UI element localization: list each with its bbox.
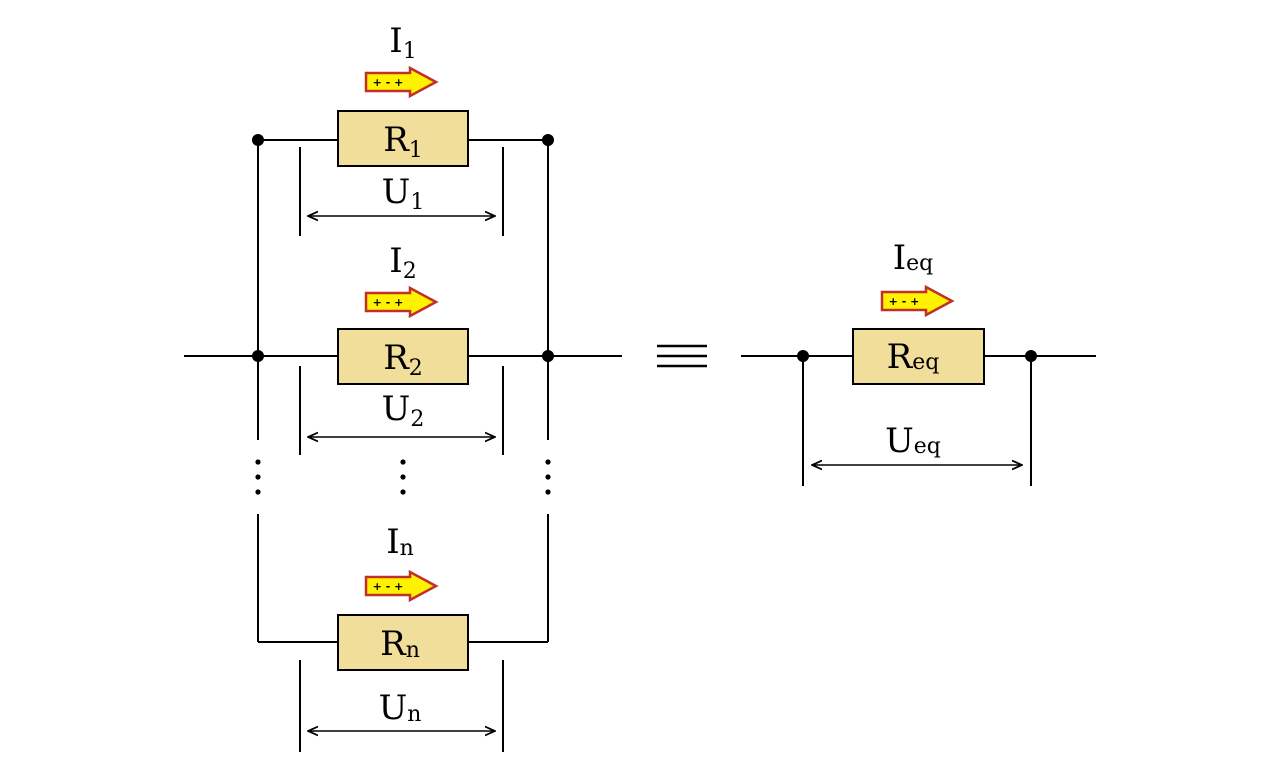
resistor-req-label: Req [887,337,940,377]
current-i2-label: I2 [389,241,416,284]
current-ieq-label: Ieq [893,238,934,278]
resistor-r1 [337,110,469,167]
node-top-right [542,134,554,146]
resistor-r2 [337,328,469,385]
current-i1-label: I1 [389,21,416,64]
resistor-req [852,328,985,385]
branch-2: R2 I2 + - + U2 [299,241,504,455]
equivalent-circuit: Req Ieq + - + Ueq [741,238,1096,486]
voltage-ueq-label: Ueq [885,421,941,461]
node-mid-left [252,350,264,362]
ellipsis-dots [255,459,551,495]
voltage-un-label: Un [379,688,422,728]
current-arrow-icon: + - + [880,284,955,318]
current-arrow-icon: + - + [364,569,439,603]
node-mid-right [542,350,554,362]
node-top-left [252,134,264,146]
svg-text:+ - +: + - + [889,295,920,308]
current-in-label: In [386,522,414,562]
resistor-r2-label: R2 [383,338,423,381]
parallel-nodes [252,134,554,362]
svg-text:+ - +: + - + [373,296,404,309]
current-arrow-icon: + - + [364,65,439,99]
voltage-u2-label: U2 [382,389,425,432]
voltage-u1-label: U1 [382,172,425,215]
resistor-r1-label: R1 [383,120,423,163]
branch-n: Rn In + - + Un [299,522,504,752]
svg-text:+ - +: + - + [373,76,404,89]
equivalence-symbol [657,344,707,368]
branch-1: R1 I1 + - + U1 [299,21,504,236]
current-arrow-icon: + - + [364,285,439,319]
resistor-rn [337,614,469,671]
resistor-rn-label: Rn [380,624,420,664]
svg-text:+ - +: + - + [373,580,404,593]
